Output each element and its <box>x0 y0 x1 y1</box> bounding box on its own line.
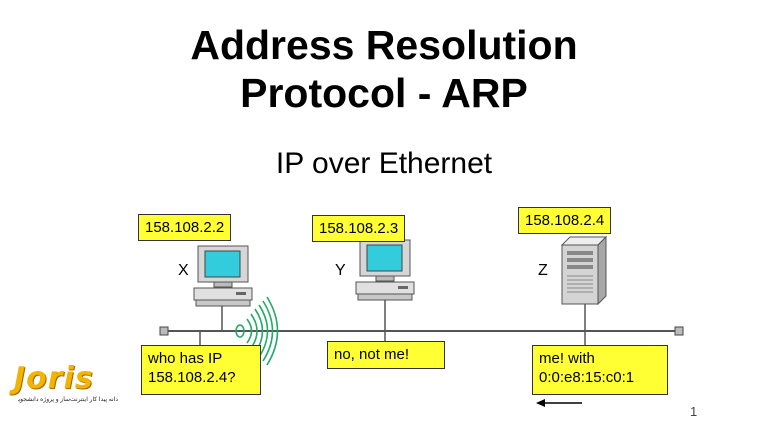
desktop-computer-icon-x <box>193 245 253 307</box>
ethernet-bus <box>159 326 684 336</box>
reply-yes-line2: 0:0:e8:15:c0:1 <box>539 369 635 386</box>
arp-request-line2: 158.108.2.4? <box>148 369 236 386</box>
logo-tagline: دانه پیدا کار اینترنت‌ساز و پروژه دانشجو… <box>18 397 118 403</box>
server-tower-icon-z <box>560 235 608 306</box>
logo-wordmark: Joris <box>14 361 94 396</box>
page-number: 1 <box>690 404 698 419</box>
arp-request-box: who has IP 158.108.2.4? <box>141 345 261 395</box>
arp-request-line1: who has IP <box>148 350 223 367</box>
host-label-z: Z <box>538 262 548 279</box>
desktop-computer-icon-y <box>355 239 415 301</box>
brand-logo: Joris دانه پیدا کار اینترنت‌ساز و پروژه … <box>14 364 118 414</box>
ip-label-x: 158.108.2.2 <box>138 214 232 241</box>
reply-no-box: no, not me! <box>327 341 445 369</box>
ip-label-z: 158.108.2.4 <box>518 207 612 234</box>
host-label-x: X <box>178 262 189 279</box>
reply-yes-box: me! with 0:0:e8:15:c0:1 <box>532 345 668 395</box>
host-label-y: Y <box>335 262 346 279</box>
slide-title-line2: Protocol - ARP <box>240 70 528 116</box>
ip-label-y: 158.108.2.3 <box>312 215 406 242</box>
slide-title-line1: Address Resolution <box>190 22 578 68</box>
reply-arrow-icon <box>536 399 582 407</box>
slide-subtitle: IP over Ethernet <box>275 147 493 180</box>
reply-no-text: no, not me! <box>334 346 410 363</box>
reply-yes-line1: me! with <box>539 350 595 367</box>
